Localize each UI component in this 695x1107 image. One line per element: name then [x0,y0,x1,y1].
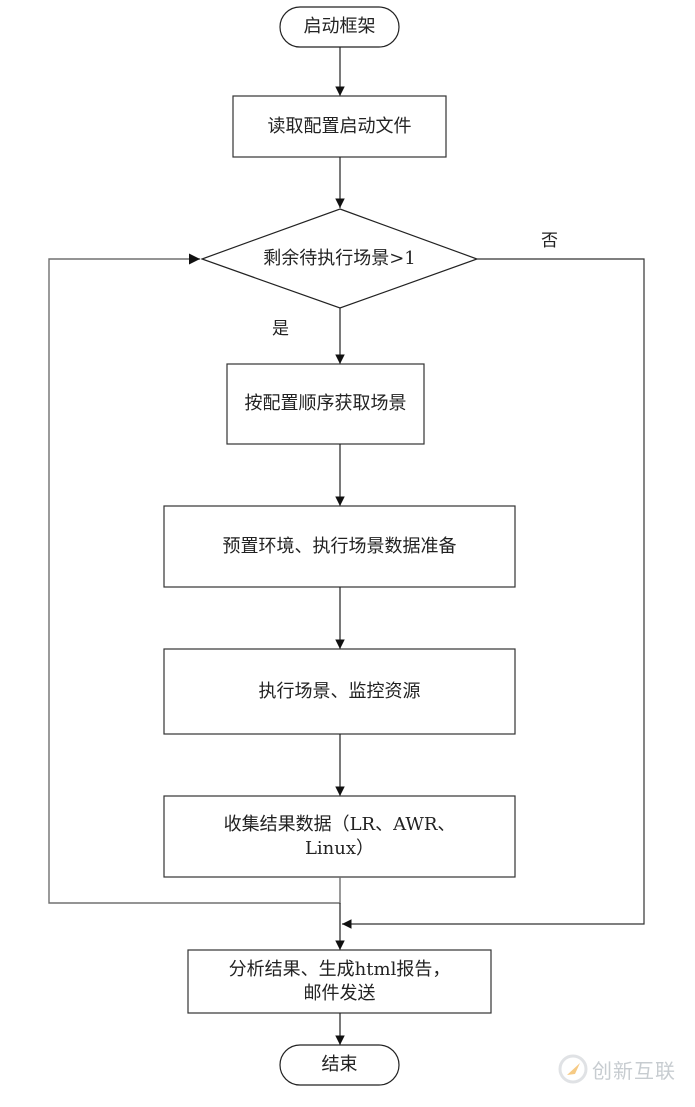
collect-line-2: Linux） [304,837,375,859]
get-scene-label: 按配置顺序获取场景 [244,393,407,414]
start-label: 启动框架 [303,16,376,37]
report-line-2: 邮件发送 [303,982,376,1004]
collect-box [163,795,516,878]
execute-label: 执行场景、监控资源 [258,680,421,702]
edge-decision-no [342,258,645,929]
report-box [187,949,492,1014]
end-terminator [279,1044,400,1086]
yes-label: 是 [272,319,289,339]
collect-line-1: 收集结果数据（LR、AWR、 [223,813,456,835]
watermark: 创新互联 [558,1054,676,1084]
edge-loop-back [48,253,341,904]
watermark-logo-icon [558,1054,588,1084]
no-label: 否 [541,231,558,251]
read-config-label: 读取配置启动文件 [267,115,412,137]
watermark-text: 创新互联 [592,1058,676,1083]
end-label: 结束 [321,1054,358,1075]
prepare-label: 预置环境、执行场景数据准备 [222,535,457,557]
collect-label: 收集结果数据（LR、AWR、 Linux） [164,796,515,877]
read-config-box [232,95,447,158]
execute-box [163,648,516,735]
report-line-1: 分析结果、生成html报告， [228,958,451,980]
report-label: 分析结果、生成html报告， 邮件发送 [188,950,491,1013]
get-scene-box [226,363,425,445]
decision-label: 剩余待执行场景>1 [263,247,416,269]
